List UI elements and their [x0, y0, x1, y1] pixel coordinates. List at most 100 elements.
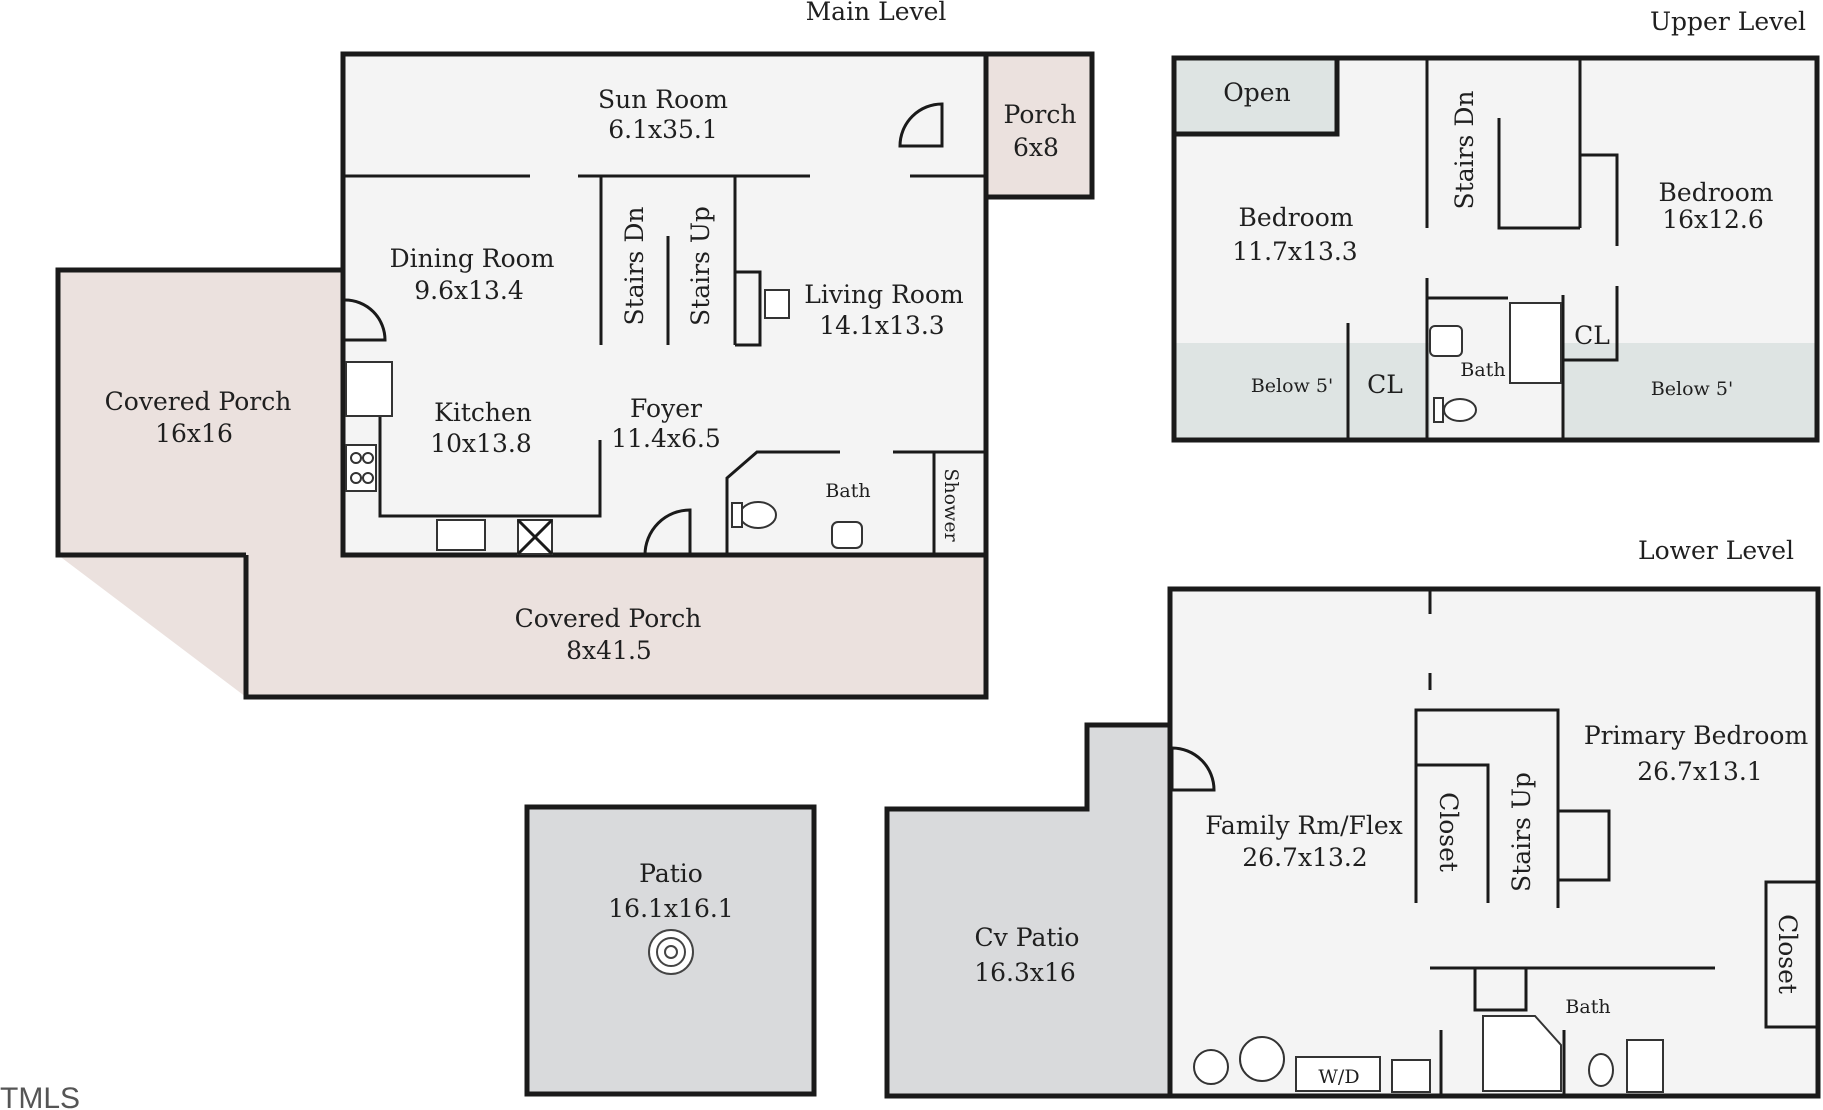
- bedroom-right-label: Bedroom 16x12.6: [1659, 178, 1774, 234]
- upper-stairs-dn-label: Stairs Dn: [1450, 91, 1479, 210]
- burner: [350, 452, 362, 464]
- open-area-wall: [1174, 58, 1340, 137]
- main-level-title: Main Level: [806, 0, 947, 26]
- svg-text:Living Room: Living Room: [804, 280, 964, 309]
- svg-text:Sun Room: Sun Room: [598, 85, 728, 114]
- svg-text:Family Rm/Flex: Family Rm/Flex: [1205, 811, 1403, 840]
- covered-porch-bottom-outline: [243, 555, 989, 700]
- stove: [345, 444, 377, 492]
- upper-closet-wall: [1580, 153, 1619, 246]
- bath-sink: [1626, 1039, 1664, 1093]
- dishwasher-x: [516, 518, 554, 556]
- kitchen-label: Kitchen 10x13.8: [430, 398, 532, 458]
- foyer-label: Foyer 11.4x6.5: [611, 394, 721, 453]
- svg-text:Bedroom: Bedroom: [1239, 203, 1354, 232]
- closet-right-label: Closet: [1773, 914, 1802, 994]
- family-room-label: Family Rm/Flex 26.7x13.2: [1205, 811, 1403, 872]
- burner: [362, 472, 374, 484]
- upper-toilet: [1443, 398, 1477, 422]
- sun-room-label: Sun Room 6.1x35.1: [598, 85, 728, 144]
- svg-text:11.4x6.5: 11.4x6.5: [611, 424, 721, 453]
- bath-walls: [1473, 968, 1528, 1012]
- upper-level-outline: [1171, 55, 1820, 443]
- fire-pit-icon: [648, 929, 694, 975]
- main-bath-label: Bath: [825, 480, 870, 502]
- living-room-sink: [764, 289, 790, 319]
- closet-stairs-block: [1414, 708, 1560, 908]
- cl-left-label: CL: [1367, 370, 1403, 399]
- svg-text:Primary Bedroom: Primary Bedroom: [1584, 721, 1809, 750]
- svg-text:16x16: 16x16: [155, 419, 233, 448]
- lower-stairs-up-label: Stairs Up: [1507, 772, 1536, 892]
- svg-text:10x13.8: 10x13.8: [430, 429, 532, 458]
- bath-sink: [831, 521, 863, 549]
- porch-outline: [986, 51, 1095, 200]
- lower-bath-label: Bath: [1565, 996, 1610, 1018]
- door-swing: [344, 298, 387, 342]
- svg-text:Cv Patio: Cv Patio: [975, 923, 1080, 952]
- bath-wall: [725, 450, 840, 555]
- main-house-interior: [343, 54, 986, 555]
- patio-label: Patio 16.1x16.1: [608, 859, 733, 923]
- covered-porch-left-area: [58, 270, 343, 697]
- svg-text:16.1x16.1: 16.1x16.1: [608, 894, 733, 923]
- svg-text:6.1x35.1: 6.1x35.1: [608, 115, 718, 144]
- svg-text:Patio: Patio: [639, 859, 703, 888]
- stairs-dn-label: Stairs Dn: [620, 207, 649, 326]
- cv-patio-outline: [884, 722, 1170, 1099]
- below-left-label: Below 5': [1251, 375, 1333, 397]
- door-swing: [898, 102, 944, 148]
- burner: [362, 452, 374, 464]
- cv-patio-label: Cv Patio 16.3x16: [974, 923, 1079, 987]
- open-area: [1174, 58, 1337, 134]
- closet-center-label: Closet: [1434, 792, 1463, 872]
- corner-tub: [1482, 1015, 1562, 1092]
- right-closet-wall: [1764, 880, 1818, 1029]
- lower-level-outline: [1167, 586, 1821, 1099]
- toilet: [739, 501, 777, 529]
- shower-label: Shower: [940, 468, 962, 542]
- toilet: [1588, 1053, 1614, 1087]
- cv-patio-area: [887, 725, 1170, 1096]
- svg-text:14.1x13.3: 14.1x13.3: [819, 311, 944, 340]
- svg-text:Bedroom: Bedroom: [1659, 178, 1774, 207]
- fridge: [345, 361, 393, 417]
- upper-stair-rail: [1497, 118, 1580, 230]
- cl-right-wall: [1563, 286, 1619, 362]
- svg-text:Porch: Porch: [1004, 100, 1077, 129]
- upper-toilet-tank: [1433, 397, 1444, 423]
- covered-porch-left-outline: [55, 267, 343, 558]
- svg-text:16x12.6: 16x12.6: [1662, 205, 1764, 234]
- kitchen-sink: [436, 519, 486, 551]
- water-tank: [1239, 1036, 1285, 1082]
- svg-text:Kitchen: Kitchen: [434, 398, 532, 427]
- upper-bath-label: Bath: [1460, 359, 1505, 381]
- living-room-label: Living Room 14.1x13.3: [804, 280, 964, 340]
- patio-outline: [524, 804, 817, 1097]
- main-house-outline: [340, 51, 989, 558]
- svg-text:16.3x16: 16.3x16: [974, 958, 1076, 987]
- water-heater: [1193, 1049, 1229, 1085]
- upper-bathtub: [1509, 302, 1562, 384]
- low-ceiling-left: [1174, 343, 1430, 440]
- covered-porch-bottom-area: [246, 555, 986, 697]
- primary-closet-notch: [1558, 809, 1611, 882]
- svg-text:Covered Porch: Covered Porch: [515, 604, 702, 633]
- svg-text:26.7x13.2: 26.7x13.2: [1242, 843, 1367, 872]
- porch-label: Porch 6x8: [1004, 100, 1077, 162]
- below-right-label: Below 5': [1651, 378, 1733, 400]
- dining-room-label: Dining Room 9.6x13.4: [390, 244, 555, 305]
- cl-right-label: CL: [1574, 321, 1610, 350]
- upper-bath-sink: [1429, 325, 1463, 357]
- primary-bedroom-label: Primary Bedroom 26.7x13.1: [1584, 721, 1809, 786]
- svg-text:9.6x13.4: 9.6x13.4: [414, 276, 524, 305]
- utility-sink: [1391, 1059, 1431, 1093]
- svg-text:6x8: 6x8: [1013, 133, 1059, 162]
- upper-level-title: Upper Level: [1650, 7, 1806, 36]
- covered-porch-bottom-label: Covered Porch 8x41.5: [515, 604, 702, 665]
- bedroom-left-label: Bedroom 11.7x13.3: [1232, 203, 1357, 266]
- svg-text:Dining Room: Dining Room: [390, 244, 555, 273]
- svg-text:26.7x13.1: 26.7x13.1: [1637, 757, 1762, 786]
- svg-text:8x41.5: 8x41.5: [566, 636, 652, 665]
